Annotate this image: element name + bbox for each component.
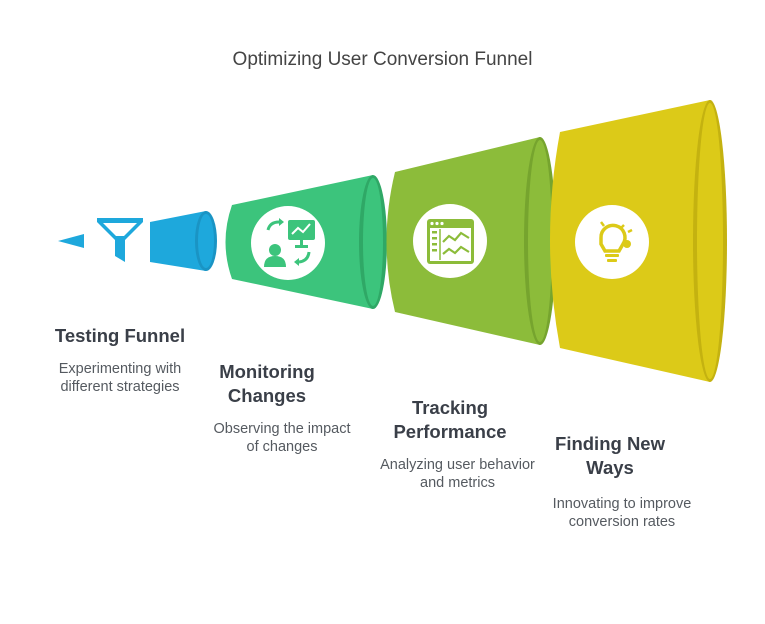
funnel-segment-testing [150,211,217,271]
stage-title-tracking: Tracking Performance [393,397,507,442]
stage-desc-tracking: Analyzing user behavior and metrics [380,457,535,491]
stage-desc-finding: Innovating to improve conversion rates [552,496,692,530]
stage-title-testing: Testing Funnel [54,325,186,346]
stage-desc-monitoring: Observing the impact of changes [213,421,351,455]
stage-title-monitoring: Monitoring Changes [219,361,315,406]
funnel-tip [58,234,84,248]
monitoring-icon [251,206,325,280]
lightbulb-icon [575,205,649,279]
diagram-title: Optimizing User Conversion Funnel [232,49,533,70]
stage-desc-testing: Experimenting with different strategies [58,361,182,395]
dashboard-chart-icon [413,204,487,278]
stage-title-finding: Finding New Ways [555,433,665,478]
funnel-icon [97,218,143,262]
